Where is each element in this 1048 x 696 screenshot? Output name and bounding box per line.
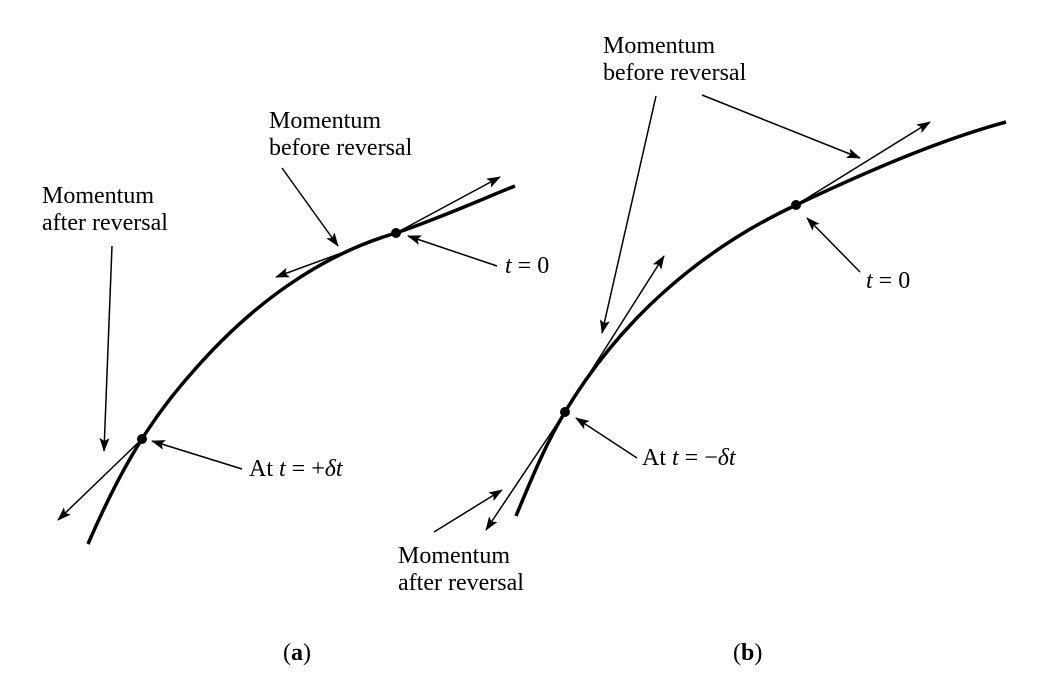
point-delta-a — [137, 434, 147, 444]
delta-t: δt — [324, 456, 343, 482]
momentum-after-arrow-a — [57, 438, 143, 521]
label-line1: Momentum — [603, 33, 715, 59]
label-t-zero-b: t = 0 — [866, 268, 910, 295]
label-line1: Momentum — [398, 543, 510, 569]
panel-a — [57, 167, 516, 545]
label-momentum-before-a: Momentum before reversal — [269, 108, 412, 162]
trajectory-curve-b — [514, 120, 1007, 517]
eq-rest: = 0 — [511, 253, 550, 279]
pointer-t0-a — [407, 235, 498, 267]
point-t0-b — [791, 200, 801, 210]
label-at-delta-a: At t = +δt — [249, 456, 343, 483]
at-prefix: At — [642, 445, 672, 471]
label-momentum-before-b: Momentum before reversal — [603, 33, 746, 87]
eq-rest: = 0 — [872, 268, 911, 294]
var-t: t — [279, 456, 286, 482]
eq-mid: = − — [678, 445, 718, 471]
eq-mid: = + — [285, 456, 325, 482]
label-momentum-after-b: Momentum after reversal — [398, 543, 524, 597]
label-line1: Momentum — [42, 183, 154, 209]
pointer-delta-b — [575, 417, 638, 459]
caption-a: (a) — [283, 640, 311, 666]
label-line2: after reversal — [42, 210, 168, 236]
panel-b — [433, 94, 1007, 533]
momentum-reversed-arrow-a — [275, 232, 397, 278]
momentum-before-arrow-b — [795, 121, 931, 206]
point-t0-a — [391, 228, 401, 238]
label-line2: after reversal — [398, 570, 524, 596]
var-t: t — [505, 253, 512, 279]
label-momentum-after-a: Momentum after reversal — [42, 183, 168, 237]
var-t: t — [866, 268, 873, 294]
momentum-before-arrow-a — [395, 176, 501, 234]
point-delta-b — [560, 407, 570, 417]
delta-t: δt — [717, 445, 736, 471]
pointer-before-a — [281, 167, 339, 247]
momentum-after-arrow-b — [485, 411, 566, 531]
momentum-forward-arrow-b — [564, 255, 665, 413]
pointer-before-b-2 — [701, 94, 861, 159]
pointer-delta-a — [151, 440, 243, 470]
pointer-after-a — [99, 245, 113, 452]
pointer-before-b-1 — [600, 95, 657, 334]
caption-letter: a — [291, 640, 303, 666]
label-line2: before reversal — [603, 60, 747, 86]
caption-b: (b) — [733, 640, 763, 666]
pointer-after-b — [433, 489, 503, 533]
label-t-zero-a: t = 0 — [505, 253, 549, 280]
trajectory-curve-a — [86, 184, 516, 545]
at-prefix: At — [249, 456, 279, 482]
label-line2: before reversal — [269, 135, 413, 161]
caption-letter: b — [741, 640, 755, 666]
pointer-t0-b — [806, 217, 861, 273]
var-t: t — [672, 445, 679, 471]
label-at-delta-b: At t = −δt — [642, 445, 736, 472]
label-line1: Momentum — [269, 108, 381, 134]
